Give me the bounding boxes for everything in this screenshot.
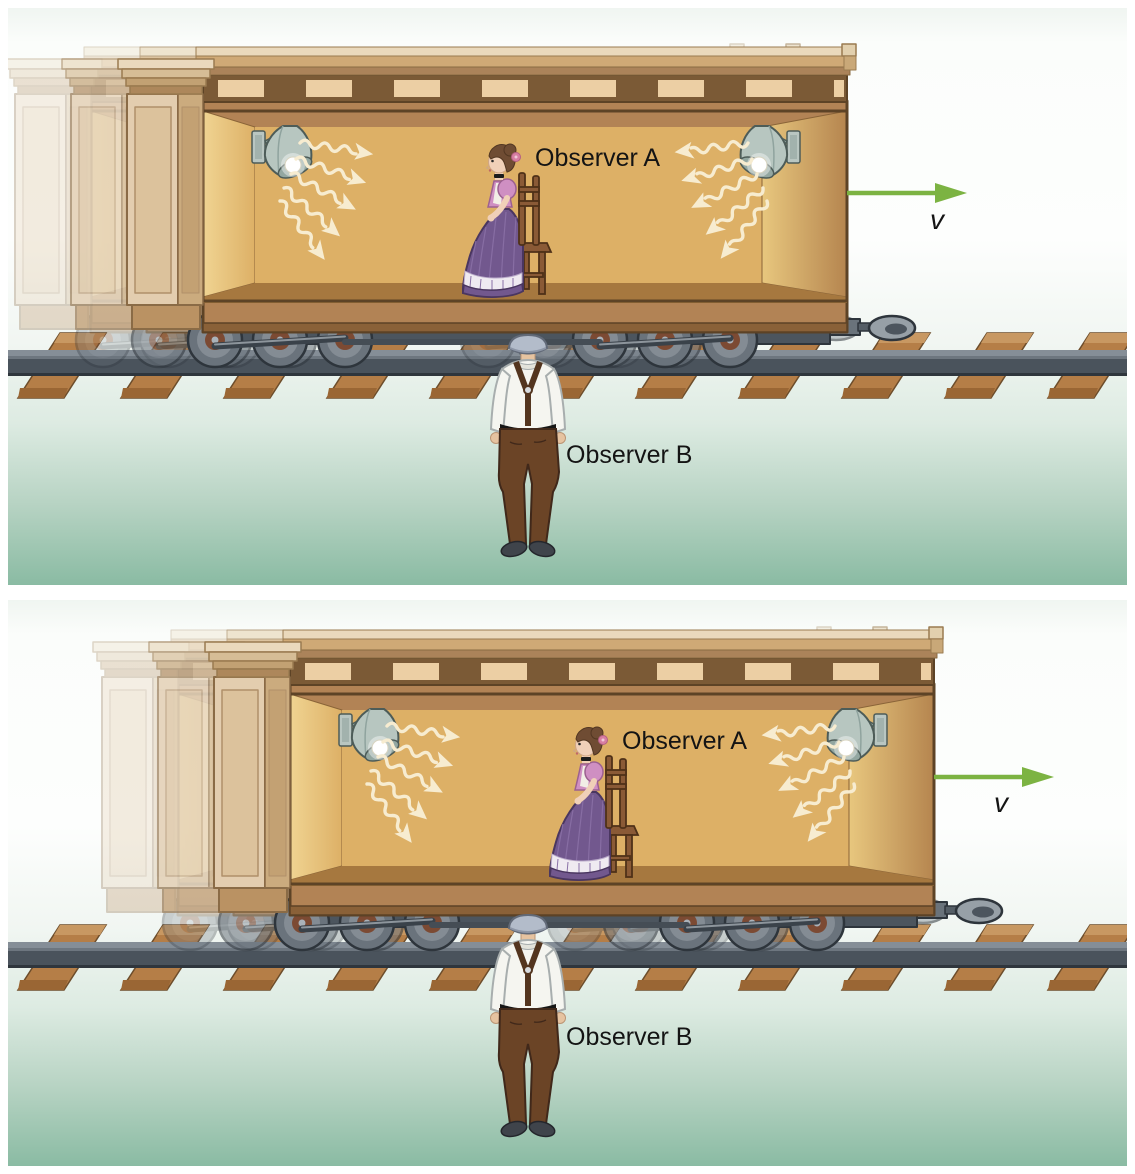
train-car: Observer A <box>118 44 915 367</box>
panel-bottom: Observer A Observer B v <box>8 600 1127 1166</box>
observer-b-label: Observer B <box>566 1023 692 1051</box>
panel-top: Observer A Observer B v <box>8 8 1127 585</box>
observer-a-label: Observer A <box>622 727 747 755</box>
train-car: Observer A <box>205 627 1002 950</box>
observer-a-label: Observer A <box>535 144 660 172</box>
observer-b-label: Observer B <box>566 441 692 469</box>
velocity-label: v <box>994 787 1010 818</box>
velocity-label: v <box>930 204 946 235</box>
